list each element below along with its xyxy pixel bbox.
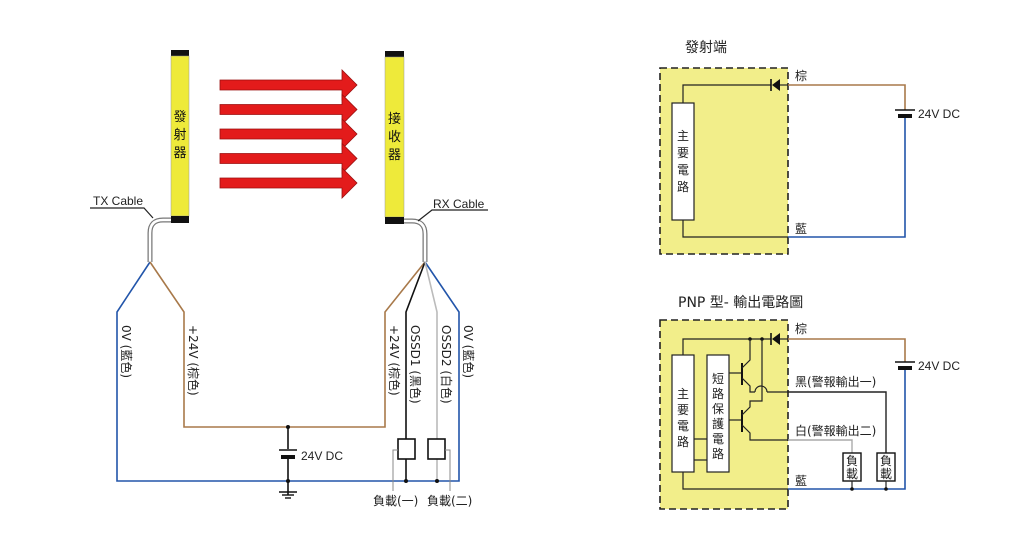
- tx-0v-label: 0V (藍色): [119, 325, 133, 378]
- brown-label-top: 棕: [795, 68, 807, 83]
- load-char: 載: [846, 467, 858, 481]
- main-circuit-char: 要: [677, 403, 689, 417]
- diode-icon: [770, 333, 780, 345]
- main-circuit-char: 電: [677, 419, 689, 433]
- transmitter-enclosure: [659, 67, 789, 255]
- load-char: 負: [880, 454, 892, 468]
- receiver-label-0: 接: [388, 111, 401, 127]
- pnp-circuit-title: PNP 型- 輸出電路圖: [678, 295, 803, 311]
- power-supply-top: [895, 109, 915, 118]
- transmitter-bar: 發 射 器: [170, 50, 190, 223]
- light-beam-arrow: [219, 69, 358, 101]
- blue-wire: [788, 369, 906, 490]
- blue-label-bottom: 藍: [795, 474, 807, 488]
- rx-wire-ossd2: [424, 261, 438, 439]
- light-beam-arrow: [219, 93, 358, 126]
- receiver-label-2: 器: [388, 148, 401, 163]
- rx-0v-label: 0V (藍色): [461, 325, 475, 378]
- transistor-2-icon: [729, 339, 788, 441]
- main-circuit-char: 要: [677, 146, 689, 160]
- transmitter-label-2: 器: [173, 146, 186, 161]
- protection-circuit-char: 保: [712, 402, 724, 416]
- load-2: 負載(二): [427, 438, 472, 508]
- tx-cable-label: TX Cable: [93, 194, 143, 208]
- light-beam-arrow: [219, 118, 358, 150]
- power-label-top: 24V DC: [918, 107, 960, 121]
- load-black: 負 載: [876, 452, 896, 491]
- black-output-label: 黑(警報輸出一): [795, 374, 876, 389]
- receiver-label-1: 收: [388, 130, 401, 145]
- white-output-label: 白(警報輸出二): [795, 423, 876, 438]
- load-1-label: 負載(一): [373, 494, 418, 508]
- black-output-wire: [788, 391, 887, 453]
- rx-24v-label: +24V (棕色): [387, 325, 402, 396]
- tx-24v-label: +24V (棕色): [186, 325, 201, 396]
- diode-icon: [770, 79, 780, 91]
- power-label-left: 24V DC: [301, 449, 343, 463]
- protection-circuit-char: 路: [712, 386, 724, 401]
- load-white: 負 載: [842, 452, 862, 491]
- load-2-label: 負載(二): [427, 494, 472, 508]
- short-circuit-protection-block: [706, 354, 730, 473]
- brown-wire: [788, 84, 906, 110]
- pnp-output-circuit-diagram: PNP 型- 輸出電路圖 主 要 電 路 短 路 保 護 電 路: [659, 295, 960, 510]
- load-char: 載: [880, 467, 892, 481]
- protection-circuit-char: 護: [712, 416, 724, 431]
- transistor-1-icon: [729, 339, 788, 393]
- left-diagram: 發 射 器 接 收 器 TX Cable RX Cable: [90, 50, 488, 508]
- tx-cable: TX Cable: [90, 194, 171, 262]
- main-circuit-char: 路: [677, 434, 689, 449]
- power-supply-left: 24V DC: [279, 425, 343, 499]
- load-1: 負載(一): [373, 438, 418, 508]
- receiver-bar: 接 收 器: [384, 51, 405, 224]
- main-circuit-char: 主: [677, 129, 689, 143]
- rx-cable-label: RX Cable: [433, 197, 485, 211]
- brown-label-bottom: 棕: [795, 321, 807, 336]
- protection-circuit-char: 短: [712, 372, 724, 386]
- main-circuit-char: 路: [677, 179, 689, 194]
- transmitter-label-0: 發: [173, 110, 186, 125]
- rx-wire-ossd1: [405, 261, 426, 439]
- light-beam-arrow: [219, 142, 358, 175]
- brown-wire: [788, 338, 906, 362]
- protection-circuit-char: 電: [712, 432, 724, 446]
- blue-label-top: 藍: [795, 222, 807, 236]
- transmitter-circuit-diagram: 發射端 主 要 電 路 24V DC 棕 藍: [659, 40, 960, 255]
- power-supply-bottom: [895, 361, 915, 370]
- rx-cable: RX Cable: [404, 197, 488, 262]
- main-circuit-char: 電: [677, 163, 689, 177]
- rx-ossd1-label: OSSD1 (黑色): [408, 325, 422, 404]
- transmitter-label-1: 射: [173, 127, 186, 143]
- protection-circuit-char: 路: [712, 446, 724, 461]
- main-circuit-block: [671, 102, 695, 221]
- transmitter-circuit-title: 發射端: [685, 40, 727, 56]
- white-output-wire: [788, 439, 853, 453]
- blue-wire: [788, 117, 906, 238]
- light-beam-arrow: [219, 167, 358, 199]
- rx-ossd2-label: OSSD2 (白色): [439, 325, 454, 404]
- load-char: 負: [846, 454, 858, 468]
- power-label-bottom: 24V DC: [918, 359, 960, 373]
- light-beam-arrows: [219, 69, 358, 199]
- tx-wire-24v: [149, 261, 426, 428]
- main-circuit-char: 主: [677, 387, 689, 401]
